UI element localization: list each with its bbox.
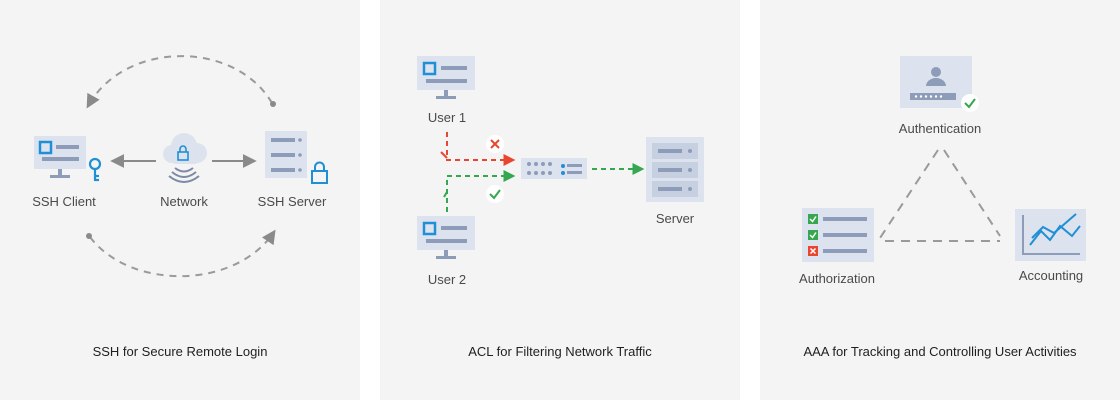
- ssh-panel: SSH Client Network SSH Server SSH for Se…: [0, 0, 360, 400]
- network-cloud-icon: [163, 133, 207, 164]
- ssh-client-label: SSH Client: [32, 194, 96, 209]
- user2-label: User 2: [427, 272, 467, 287]
- ssh-server-label: SSH Server: [257, 194, 327, 209]
- deny-x-icon: [486, 135, 504, 153]
- acl-caption: ACL for Filtering Network Traffic: [468, 344, 652, 359]
- acl-server-icon: [646, 137, 704, 202]
- lock-icon: [311, 161, 328, 184]
- accounting-label: Accounting: [1018, 268, 1084, 283]
- user1-monitor-icon: [417, 56, 475, 99]
- aaa-caption: AAA for Tracking and Controlling User Ac…: [803, 344, 1077, 359]
- top-arc-arrow: [86, 55, 273, 109]
- server-label: Server: [655, 211, 695, 226]
- user2-permitted-path: [446, 170, 516, 212]
- ssh-caption: SSH for Secure Remote Login: [92, 344, 268, 359]
- user1-denied-path: [446, 132, 516, 166]
- authentication-card-icon: [900, 56, 972, 108]
- aaa-diagram: [802, 56, 1086, 262]
- network-label: Network: [160, 194, 208, 209]
- accounting-chart-icon: [1015, 209, 1086, 261]
- acl-switch-icon: [521, 158, 587, 179]
- verified-check-icon: [961, 94, 979, 112]
- authorization-label: Authorization: [799, 271, 875, 286]
- authorization-list-icon: [802, 208, 874, 262]
- aaa-triangle: [879, 149, 1001, 242]
- authentication-label: Authentication: [898, 121, 982, 136]
- ssh-server-icon: [265, 131, 307, 178]
- ssh-diagram: [34, 55, 328, 278]
- aaa-panel: Authentication Authorization Accounting …: [760, 0, 1120, 400]
- key-icon: [88, 157, 102, 182]
- bottom-arc-arrow: [89, 229, 276, 278]
- user2-monitor-icon: [417, 216, 475, 259]
- wireless-signal-icon: [168, 167, 200, 183]
- user1-label: User 1: [427, 110, 467, 125]
- acl-diagram: [417, 56, 704, 259]
- ssh-client-monitor-icon: [34, 136, 86, 178]
- acl-panel: User 1 User 2 Server ACL for Filtering N…: [380, 0, 740, 400]
- permit-check-icon: [486, 185, 504, 203]
